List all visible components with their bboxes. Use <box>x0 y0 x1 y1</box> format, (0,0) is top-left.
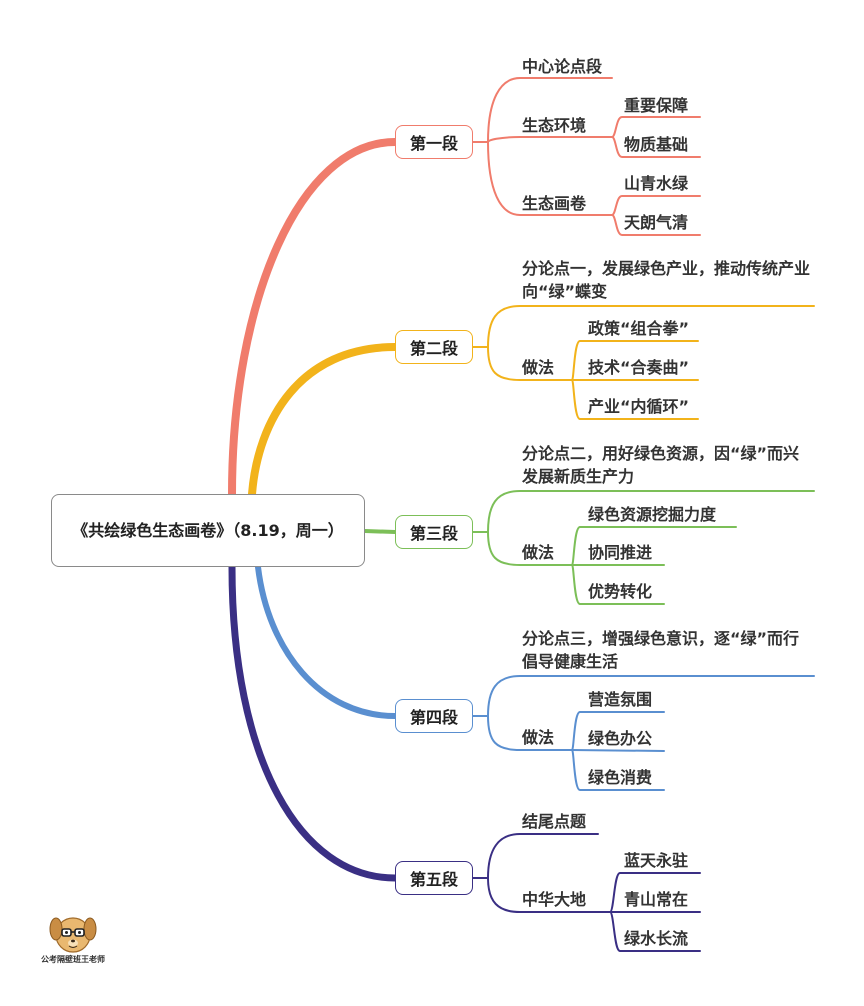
connector-16 <box>487 531 573 566</box>
section-1-label: 第一段 <box>409 134 458 153</box>
s2-leaf-technology[interactable]: 技术“合奏曲” <box>588 358 690 377</box>
connector-9 <box>487 305 815 348</box>
connector-13 <box>571 379 699 420</box>
connector-21 <box>487 675 815 717</box>
s3-sub-argument[interactable]: 分论点二，用好绿色资源，因“绿”而兴发展新质生产力 <box>522 444 800 486</box>
connector-10 <box>487 346 573 381</box>
section-2-label: 第二段 <box>409 339 458 358</box>
connector-7 <box>611 214 701 236</box>
s3-leaf-coordination[interactable]: 协同推进 <box>588 543 653 562</box>
s1-central-thesis[interactable]: 中心论点段 <box>522 57 603 76</box>
s2-leaf-policy[interactable]: 政策“组合拳” <box>588 319 690 338</box>
connector-17 <box>571 526 737 566</box>
s4-leaf-atmosphere[interactable]: 营造氛围 <box>588 690 653 709</box>
s3-leaf-advantage[interactable]: 优势转化 <box>588 582 653 601</box>
root-title: 《共绘绿色生态画卷》（8.19，周一） <box>72 520 344 540</box>
trunk-4 <box>255 564 398 719</box>
s1-eco-environment[interactable]: 生态环境 <box>522 116 587 135</box>
cartoon-dog-icon <box>49 917 97 953</box>
connector-4 <box>611 116 701 138</box>
s4-leaf-green-office[interactable]: 绿色办公 <box>588 729 653 748</box>
trunk-3 <box>363 529 397 534</box>
s5-leaf-blue-sky[interactable]: 蓝天永驻 <box>624 851 689 870</box>
connector-31 <box>609 911 701 952</box>
connector-29 <box>609 872 701 913</box>
s3-leaf-resource-mining[interactable]: 绿色资源挖掘力度 <box>588 505 717 524</box>
s5-conclusion[interactable]: 结尾点题 <box>522 812 587 831</box>
section-5-label: 第五段 <box>409 870 458 889</box>
s4-approach[interactable]: 做法 <box>522 728 555 747</box>
s3-approach[interactable]: 做法 <box>522 543 555 562</box>
connector-2 <box>487 136 613 143</box>
connector-1 <box>487 77 613 143</box>
connector-23 <box>571 711 665 751</box>
connector-3 <box>487 141 613 216</box>
section-4-node[interactable]: 第四段 <box>395 699 473 733</box>
s2-sub-argument[interactable]: 分论点一，发展绿色产业，推动传统产业向“绿”蝶变 <box>522 259 811 301</box>
s4-sub-argument[interactable]: 分论点三，增强绿色意识，逐“绿”而行倡导健康生活 <box>522 629 800 671</box>
section-3-node[interactable]: 第三段 <box>395 515 473 549</box>
connector-5 <box>611 136 701 158</box>
watermark-text: 公考隔壁班王老师 <box>41 955 105 964</box>
connector-22 <box>487 715 573 751</box>
connector-19 <box>571 564 665 605</box>
connector-25 <box>571 749 665 791</box>
section-5-node[interactable]: 第五段 <box>395 861 473 895</box>
s5-leaf-clear-water[interactable]: 绿水长流 <box>624 929 689 948</box>
connector-6 <box>611 195 701 216</box>
section-2-node[interactable]: 第二段 <box>395 330 473 364</box>
section-1-node[interactable]: 第一段 <box>395 125 473 159</box>
s1-eco-picture[interactable]: 生态画卷 <box>522 194 587 213</box>
trunk-5 <box>228 563 399 882</box>
connector-24 <box>571 749 665 752</box>
s2-approach[interactable]: 做法 <box>522 358 555 377</box>
s1-leaf-green-hills[interactable]: 山青水绿 <box>624 174 689 193</box>
connector-11 <box>571 340 699 381</box>
trunk-2 <box>248 343 399 498</box>
s1-leaf-clear-sky[interactable]: 天朗气清 <box>624 213 689 232</box>
s1-leaf-material-basis[interactable]: 物质基础 <box>624 135 689 154</box>
root-node[interactable]: 《共绘绿色生态画卷》（8.19，周一） <box>51 494 365 567</box>
connector-15 <box>487 490 815 533</box>
s2-leaf-industry[interactable]: 产业“内循环” <box>588 397 690 416</box>
s5-china-land[interactable]: 中华大地 <box>522 890 587 909</box>
s4-leaf-green-consumption[interactable]: 绿色消费 <box>588 768 653 787</box>
connector-28 <box>487 877 611 913</box>
s5-leaf-green-mountain[interactable]: 青山常在 <box>624 890 689 909</box>
s1-leaf-important-guarantee[interactable]: 重要保障 <box>624 96 689 115</box>
section-4-label: 第四段 <box>409 708 458 727</box>
trunk-1 <box>228 138 399 498</box>
connector-27 <box>487 833 599 879</box>
section-3-label: 第三段 <box>409 524 458 543</box>
